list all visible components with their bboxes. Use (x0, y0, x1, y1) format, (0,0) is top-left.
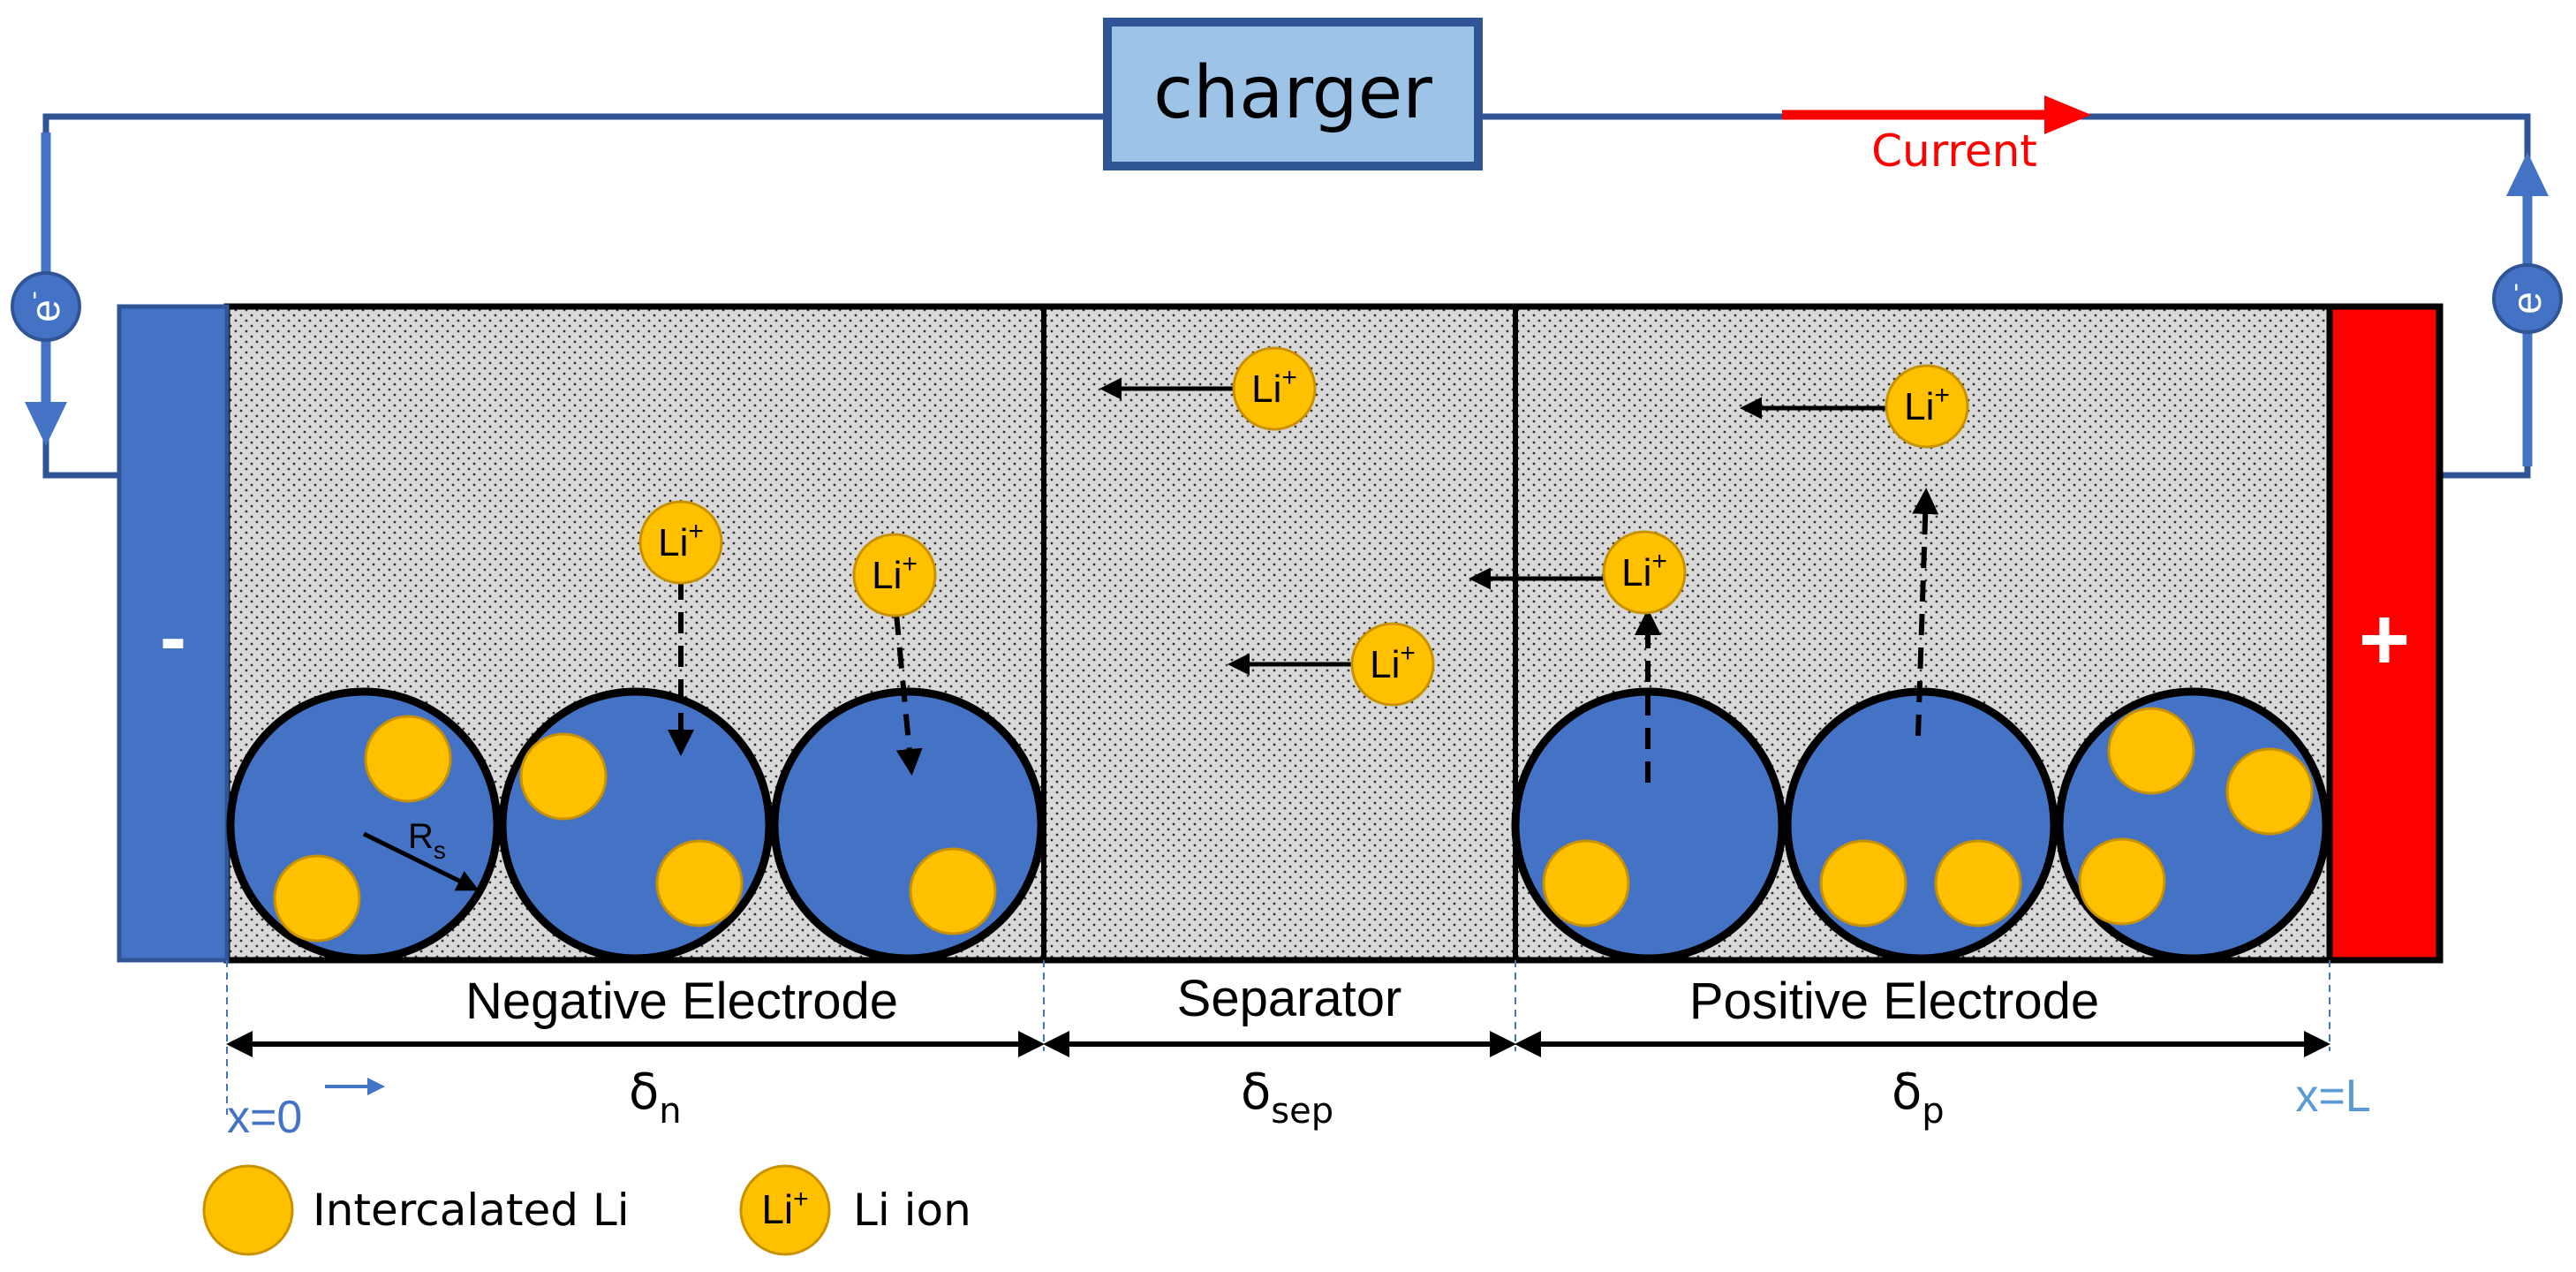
radius-label-base: R (408, 817, 434, 856)
li-ion: Li+ (852, 533, 937, 617)
li-ion-circle (1885, 364, 1969, 449)
li-ion-base: Li (872, 554, 902, 597)
radius-label: Rs (408, 817, 446, 864)
electron-left-label: e- (19, 291, 68, 322)
legend-li-ion-label: Li ion (853, 1185, 971, 1236)
negative-current-collector (117, 304, 230, 963)
thickness-sub-negative: n (659, 1091, 681, 1132)
li-ion-sup: + (1281, 363, 1297, 392)
region-label-separator: Separator (1177, 970, 1402, 1027)
electron-left-base: e (22, 299, 68, 322)
legend-li-ion-base: Li (761, 1186, 793, 1232)
intercalated-li (2078, 837, 2166, 926)
current-arrowhead (2044, 95, 2091, 134)
intercalated-li (1542, 839, 1630, 928)
thickness-sub-positive: p (1922, 1091, 1944, 1132)
region-label-negative: Negative Electrode (465, 973, 898, 1030)
li-extraction-path-2 (1912, 488, 1939, 737)
electron-arrow-right-head (2506, 152, 2549, 196)
li-ion-circle (1602, 530, 1687, 615)
position-label-end: x=L (2295, 1071, 2370, 1122)
position-label-start: x=0 (227, 1092, 302, 1143)
thickness-symbol: δ (1892, 1064, 1922, 1121)
legend-intercalated-swatch (202, 1164, 294, 1256)
li-ion-sup: + (902, 549, 918, 579)
li-ion-base: Li (1251, 367, 1281, 411)
thickness-sub-separator: sep (1271, 1091, 1333, 1132)
li-ion: Li+ (638, 500, 723, 585)
positive-current-collector (2326, 303, 2443, 964)
legend-li-ion-sup: + (793, 1185, 809, 1214)
electron-right-label: e- (2500, 283, 2550, 314)
legend-intercalated-label: Intercalated Li (313, 1185, 630, 1236)
radius-label-sub: s (434, 837, 446, 864)
positive-terminal-sign: + (2359, 590, 2410, 689)
negative-terminal-sign: - (160, 594, 186, 682)
intercalated-li (519, 732, 608, 821)
thickness-symbol: δ (1241, 1064, 1271, 1121)
li-ion-label: Li+ (1251, 363, 1297, 411)
intercalated-li (273, 854, 361, 943)
intercalated-li (1934, 839, 2022, 928)
electron-left: e- (11, 271, 81, 342)
intercalated-li (2107, 707, 2195, 795)
li-ion-sup: + (1651, 547, 1667, 576)
intercalated-li (655, 839, 744, 928)
thickness-symbol: δ (629, 1064, 659, 1121)
thickness-label-positive: δp (1892, 1064, 1945, 1132)
li-ion-sup: + (688, 517, 704, 546)
intercalated-li (2225, 747, 2314, 836)
li-ion: Li+ (1350, 622, 1435, 707)
negative-particle-1 (226, 687, 502, 963)
li-ion: Li+ (1602, 530, 1687, 615)
charger-label: charger (1153, 51, 1432, 135)
electron-right: e- (2492, 263, 2563, 334)
li-ion-base: Li (1621, 551, 1651, 594)
electron-left-sup: - (19, 291, 48, 299)
li-ion-base: Li (658, 521, 688, 564)
electron-right-sup: - (2500, 283, 2529, 292)
intercalated-li (364, 715, 452, 803)
intercalated-li (909, 847, 997, 935)
li-ion-circle (1232, 346, 1317, 431)
thickness-label-separator: δsep (1241, 1064, 1333, 1132)
charger-box (1103, 18, 1483, 170)
li-ion-label: Li+ (1370, 639, 1416, 686)
intercalated-li (1819, 839, 1907, 928)
current-label: Current (1871, 125, 2037, 177)
li-ion: Li+ (1232, 346, 1317, 431)
electron-arrow-left-head (25, 402, 67, 446)
li-ion: Li+ (1885, 364, 1969, 449)
thickness-label-negative: δn (629, 1064, 682, 1132)
li-insertion-path-2 (894, 613, 923, 776)
region-label-positive: Positive Electrode (1689, 973, 2099, 1030)
li-ion-label: Li+ (1621, 547, 1667, 594)
li-ion-label: Li+ (1904, 381, 1950, 428)
li-ion-label: Li+ (872, 549, 918, 597)
legend-li-ion-swatch (739, 1164, 831, 1256)
legend-li-ion-swatch-label: Li+ (761, 1185, 808, 1232)
negative-particle-2 (498, 687, 774, 963)
li-ion-circle (852, 533, 937, 617)
electron-right-circle (2492, 263, 2563, 334)
li-ion-sup: + (1400, 639, 1416, 668)
li-ion-label: Li+ (658, 517, 704, 564)
li-ion-sup: + (1934, 381, 1950, 410)
li-ion-circle (638, 500, 723, 585)
li-ion-circle (1350, 622, 1435, 707)
radius-arrow (362, 831, 480, 891)
electron-right-base: e (2504, 292, 2550, 314)
li-ion-base: Li (1904, 385, 1934, 428)
li-ion-base: Li (1370, 643, 1400, 686)
electron-left-circle (11, 271, 81, 342)
legend: Intercalated Li Li+ Li ion (202, 1164, 971, 1256)
